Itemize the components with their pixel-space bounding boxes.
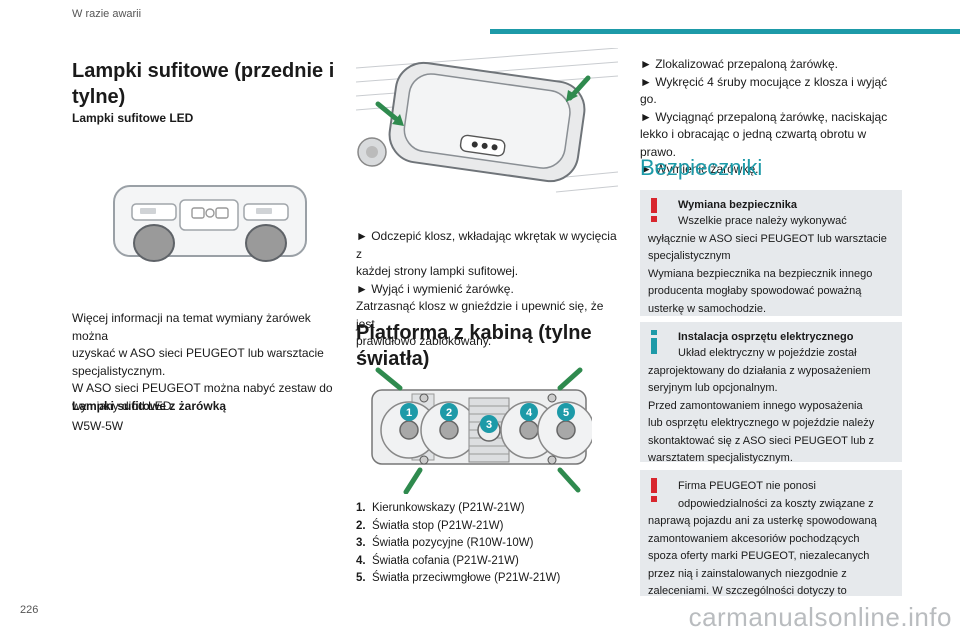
- text-line: ► Odczepić klosz, wkładając wkrętak w wy…: [356, 229, 617, 261]
- rear-light-cluster-illustration: 1 2 3 4 5: [371, 367, 592, 494]
- text-line: wyłącznie w ASO sieci PEUGEOT lub warszt…: [648, 232, 887, 245]
- text-line: zamontowaniem akcesoriów pochodzących: [648, 532, 860, 545]
- label-2: 2: [440, 403, 458, 421]
- title-line: tylne): [72, 86, 126, 108]
- text-line: naprawą pojazdu ani za usterkę spowodowa…: [648, 515, 877, 527]
- svg-text:2: 2: [446, 407, 452, 419]
- list-item: 3. Światła pozycyjne (R10W-10W): [356, 535, 618, 553]
- warning-note-liability: Firma PEUGEOT nie ponosi odpowiedzialnoś…: [640, 470, 902, 597]
- text-line: Układ elektryczny w pojeździe został: [678, 347, 857, 359]
- running-header: W razie awarii: [72, 8, 142, 20]
- text-line: ► Wyciągnąć przepaloną żarówkę, naciskaj…: [640, 109, 888, 124]
- list-number: 1.: [356, 502, 366, 514]
- text-line: Wymiana bezpiecznika na bezpiecznik inne…: [648, 267, 873, 280]
- list-number: 3.: [356, 537, 366, 549]
- steps-rear-lamp: ► Zlokalizować przepaloną żarówkę. ► Wyk…: [640, 56, 902, 179]
- text-line: zaleceniami. W szczególności dotyczy to: [648, 585, 847, 597]
- text-line: usterkę w samochodzie.: [648, 302, 766, 315]
- warning-exclamation-icon: [651, 478, 657, 502]
- text-line: Zatrzasnąć klosz w gnieździe i upewnić s…: [356, 299, 604, 331]
- bulb-type: W5W-5W: [72, 419, 124, 433]
- text-line: przez nią i zainstalowanych niezgodnie z: [648, 567, 847, 580]
- list-item: 4. Światła cofania (P21W-21W): [356, 553, 618, 571]
- text-line: prawidłowo zablokowany.: [356, 334, 492, 348]
- svg-text:1: 1: [406, 407, 412, 419]
- header-accent-bar: [490, 29, 960, 34]
- title-line: Lampki sufitowe (przednie i: [72, 60, 335, 82]
- list-item: 5. Światła przeciwmgłowe (P21W-21W): [356, 570, 618, 588]
- list-number: 5.: [356, 572, 366, 584]
- list-text: Światła pozycyjne (R10W-10W): [372, 537, 534, 549]
- text-line: uzyskać w ASO sieci PEUGEOT lub warsztac…: [72, 346, 324, 360]
- text-line: każdej strony lampki sufitowej.: [356, 264, 519, 278]
- subtitle-led: Lampki sufitowe LED: [72, 111, 194, 125]
- text-line: Więcej informacji na temat wymiany żarów…: [72, 311, 311, 343]
- title-line: Platforma z kabiną (tylne: [356, 322, 592, 344]
- subtitle-bulb: Lampki sufitowe z żarówką: [72, 399, 227, 413]
- note-body: Firma PEUGEOT nie ponosi odpowiedzialnoś…: [648, 478, 894, 601]
- page-number: 226: [20, 604, 39, 616]
- led-roof-lamp-illustration: [113, 185, 307, 262]
- text-line: odpowiedzialności za koszty związane z: [678, 497, 874, 510]
- text-line: ► Wyjąć i wymienić żarówkę.: [356, 281, 514, 296]
- watermark: carmanualsonline.info: [688, 602, 952, 632]
- svg-text:3: 3: [486, 419, 492, 431]
- svg-text:4: 4: [526, 407, 533, 419]
- note-title: Instalacja osprzętu elektrycznego: [678, 331, 854, 343]
- text-line: lub osprzętu elektrycznego w pojeździe n…: [648, 417, 875, 429]
- list-item: 1. Kierunkowskazy (P21W-21W): [356, 500, 618, 518]
- text-line: specjalistycznym.: [72, 363, 166, 378]
- section-title-platform: Platforma z kabiną (tylne światła): [356, 320, 592, 372]
- text-line: specjalistycznym: [648, 250, 731, 262]
- note-body: Układ elektryczny w pojeździe został zap…: [648, 345, 894, 468]
- list-text: Światła przeciwmgłowe (P21W-21W): [372, 572, 561, 584]
- steps-roof-lamp: ► Odczepić klosz, wkładając wkrętak w wy…: [356, 228, 618, 351]
- note-title: Wymiana bezpiecznika: [678, 199, 798, 211]
- bulb-list: 1. Kierunkowskazy (P21W-21W) 2. Światła st…: [356, 500, 618, 588]
- info-icon: [651, 330, 657, 354]
- text-line: spoza oferty marki PEUGEOT, niezalecanyc…: [648, 550, 870, 562]
- text-line: producenta mogłaby spowodować poważną: [648, 285, 862, 297]
- label-5: 5: [557, 403, 575, 421]
- bulb-roof-lamp-illustration: [356, 48, 618, 208]
- list-text: Światła stop (P21W-21W): [372, 519, 504, 532]
- warning-exclamation-icon: [651, 198, 657, 222]
- list-text: Światła cofania (P21W-21W): [372, 554, 519, 567]
- list-number: 2.: [356, 519, 366, 532]
- info-note-electrical: Instalacja osprzętu elektrycznego Układ …: [640, 322, 902, 464]
- text-line: Wszelkie prace należy wykonywać: [678, 215, 847, 227]
- text-line: skontaktować się z ASO sieci PEUGEOT lub…: [648, 434, 874, 447]
- list-text: Kierunkowskazy (P21W-21W): [372, 502, 525, 514]
- label-1: 1: [400, 403, 418, 421]
- label-4: 4: [520, 403, 538, 421]
- warning-note-fuse: Wymiana bezpiecznika Wszelkie prace nale…: [640, 190, 902, 316]
- text-line: ► Wykręcić 4 śruby mocujące z klosza i w…: [640, 74, 888, 107]
- text-line: ► Zlokalizować przepaloną żarówkę.: [640, 57, 838, 71]
- title-line: światła): [356, 348, 430, 370]
- text-line: lekko i obracając o jedną czwartą obrotu…: [640, 127, 867, 159]
- text-line: zaprojektowany do działania z wyposażeni…: [648, 364, 871, 377]
- text-line: ► Wymienić żarówkę.: [640, 162, 759, 176]
- list-number: 4.: [356, 554, 366, 567]
- section-title-fuses: Bezpieczniki: [640, 155, 763, 180]
- svg-text:5: 5: [563, 407, 569, 419]
- led-info-paragraph: Więcej informacji na temat wymiany żarów…: [72, 310, 334, 415]
- label-3: 3: [480, 415, 498, 433]
- text-line: seryjnym lub opcjonalnym.: [648, 382, 778, 394]
- text-line: W ASO sieci PEUGEOT można nabyć zestaw d…: [72, 381, 333, 395]
- text-line: Przed zamontowaniem innego wyposażenia: [648, 399, 863, 412]
- list-item: 2. Światła stop (P21W-21W): [356, 518, 618, 536]
- text-line: wymiany diod LED.: [72, 398, 175, 413]
- section-title-roof-lamps: Lampki sufitowe (przednie i tylne): [72, 58, 334, 110]
- text-line: Firma PEUGEOT nie ponosi: [678, 480, 816, 492]
- note-body: Wszelkie prace należy wykonywać wyłączni…: [648, 213, 894, 318]
- text-line: warsztatem specjalistycznym.: [648, 452, 793, 464]
